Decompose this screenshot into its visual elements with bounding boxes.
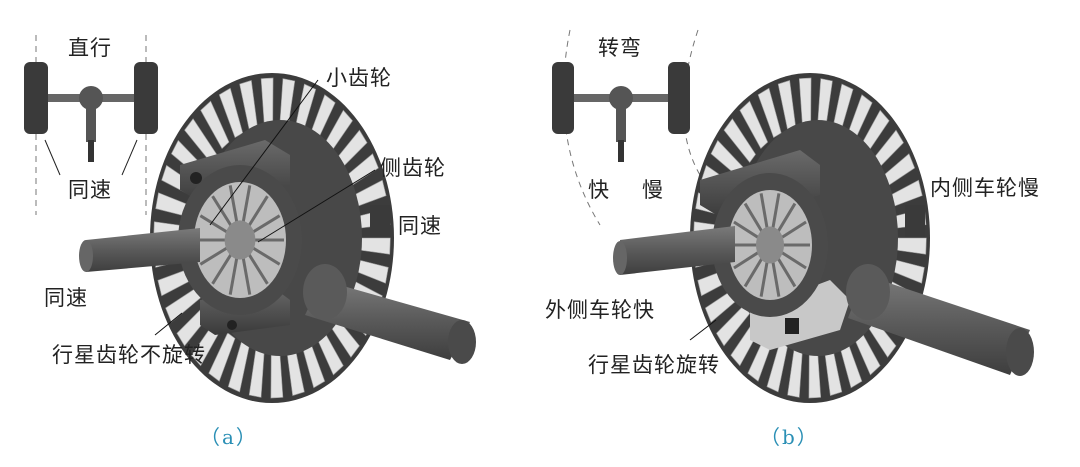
label-same-speed-right: 同速 [398, 214, 442, 238]
gear-tooth [739, 100, 769, 149]
left-axle-shaft [79, 228, 200, 272]
panel-a [24, 35, 476, 403]
left-axle-shaft [613, 226, 735, 275]
gear-tooth [218, 87, 244, 139]
label-planet-not-rotating: 行星齿轮不旋转 [52, 343, 206, 367]
label-planet-rotating: 行星齿轮旋转 [588, 353, 720, 377]
side-gear-hub [756, 226, 784, 264]
right-stub-shaft [370, 205, 390, 237]
gear-tooth [757, 87, 782, 139]
label-slow: 慢 [642, 178, 664, 202]
watermark: 头条 @机械学霸 [904, 427, 1066, 451]
label-straight: 直行 [68, 36, 112, 60]
label-turning: 转弯 [598, 36, 642, 60]
label-same-speed-wheels: 同速 [68, 178, 112, 202]
caption-b: （b） [760, 425, 819, 449]
label-fast: 快 [588, 178, 610, 202]
label-side-gear: 侧齿轮 [380, 156, 446, 180]
leader-lines-a [154, 79, 376, 336]
differential-carrier [178, 140, 302, 335]
gear-tooth [723, 118, 756, 163]
label-inner-wheel-slow: 内侧车轮慢 [930, 176, 1040, 200]
right-axle-shaft [303, 264, 476, 364]
label-pinion-gear: 小齿轮 [326, 66, 392, 90]
differential-carrier [700, 150, 850, 350]
chassis-straight-icon [24, 35, 158, 215]
right-axle-shaft [846, 264, 1034, 376]
side-gear-hub [224, 220, 256, 260]
label-same-speed-left: 同速 [44, 286, 88, 310]
leader-line-b [689, 319, 717, 341]
panel-b [552, 29, 1034, 403]
label-outer-wheel-fast: 外侧车轮快 [545, 298, 655, 322]
right-stub-shaft [905, 205, 925, 237]
caption-a: （a） [200, 425, 258, 449]
gear-tooth [208, 332, 236, 382]
chassis-turning-icon [552, 29, 701, 226]
gear-tooth [200, 100, 230, 149]
